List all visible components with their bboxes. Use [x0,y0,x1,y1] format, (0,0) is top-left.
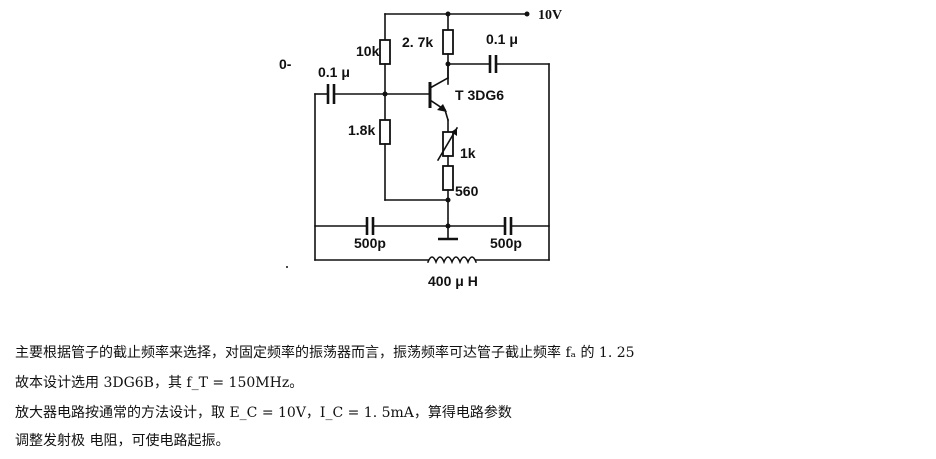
input-terminal-label: 0- [279,56,292,72]
capacitor-input-label: 0.1 μ [318,64,350,80]
resistor-2-7k [442,11,454,85]
capacitor-output [447,55,550,261]
resistor-10k-label: 10k [356,43,380,59]
capacitor-input [314,84,431,104]
inductor-label: 400 μ H [428,273,478,289]
resistor-10k [379,13,391,121]
note-line-2: 故本设计选用 3DG6B，其 f_T = 150MHz。 [15,375,304,391]
capacitor-500p-right-label: 500p [490,235,522,251]
capacitor-500p-left-label: 500p [354,235,386,251]
transistor-3dg6 [428,65,450,121]
resistor-560-label: 560 [455,183,479,199]
supply-rail: 10V [384,8,562,23]
resistor-1-8k [379,119,449,201]
transistor-label: T 3DG6 [455,87,504,103]
supply-voltage-label: 10V [538,8,562,23]
capacitor-500p-left [314,217,449,235]
potentiometer-1k-label: 1k [460,145,476,161]
note-line-1: 主要根据管子的截止频率来选择，对固定频率的振荡器而言，振荡频率可达管子截止频率 … [15,345,635,361]
resistor-2-7k-label: 2. 7k [402,34,433,50]
inductor-400uh [314,256,550,265]
potentiometer-1k [436,119,459,167]
resistor-1-8k-label: 1.8k [348,122,375,138]
capacitor-500p-right [447,217,550,235]
note-line-3: 放大器电路按通常的方法设计，取 E_C = 10V，I_C = 1. 5mA，算… [15,405,512,421]
capacitor-output-label: 0.1 μ [486,31,518,47]
note-line-4: 调整发射极 电阻，可使电路起振。 [15,433,230,449]
